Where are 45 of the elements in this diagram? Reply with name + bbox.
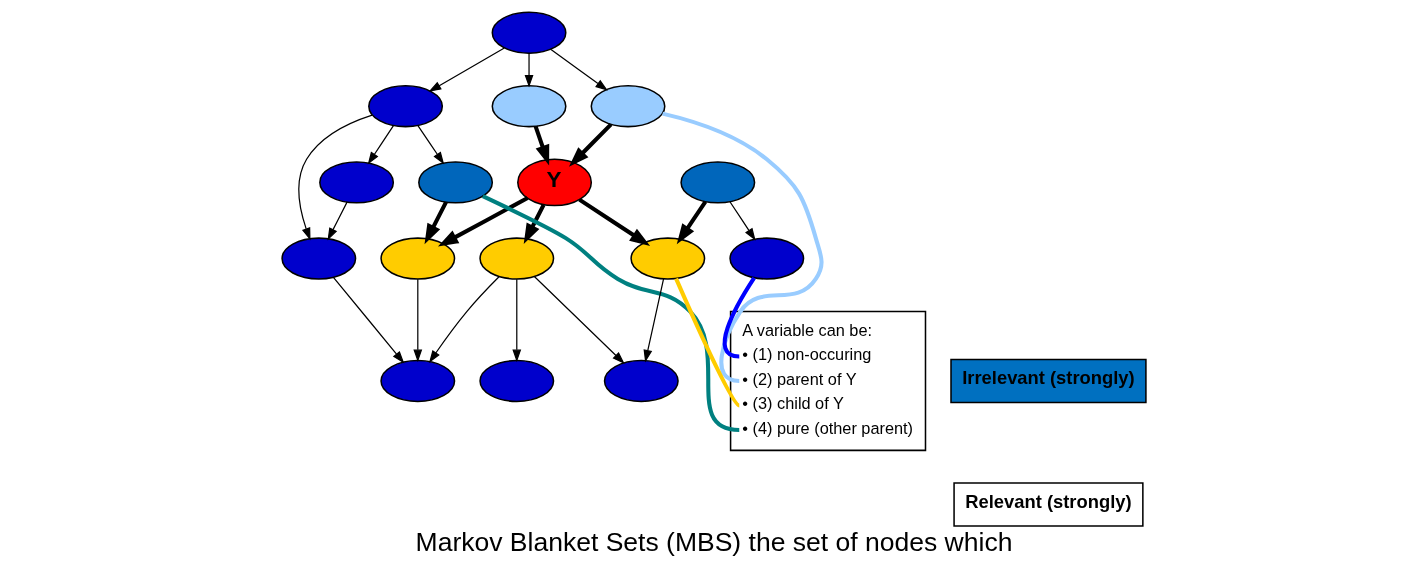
node-ellipse	[318, 161, 394, 204]
node-ellipse	[603, 359, 679, 403]
node-box: Relevant (strongly)	[952, 482, 1144, 527]
arrow	[728, 201, 756, 241]
arrow	[437, 196, 528, 247]
node-ellipse	[280, 237, 356, 280]
node-ellipse	[367, 85, 443, 128]
arrow	[327, 201, 348, 241]
node-ellipse	[590, 85, 666, 128]
connector	[722, 276, 756, 359]
node-ellipse	[478, 359, 554, 403]
arrow	[549, 49, 608, 91]
node-box: A variable can be: • (1) non-occuring • (2) parent of Y • (3) child of Y • (4) pure (other parent)	[729, 310, 926, 452]
arrow	[412, 278, 422, 363]
connector	[661, 111, 823, 383]
node-ellipse	[679, 161, 755, 204]
node-ellipse	[491, 85, 567, 128]
arrow	[424, 201, 448, 245]
arrow	[332, 276, 404, 364]
arrow	[676, 200, 707, 245]
node-ellipse	[629, 237, 705, 280]
connector	[481, 194, 739, 432]
arrow	[367, 124, 394, 165]
arrow	[568, 123, 612, 167]
node-ellipse	[417, 161, 493, 204]
diagram-title: Markov Blanket Sets (MBS) the set of nodes which	[415, 527, 1012, 558]
arrow	[428, 276, 500, 363]
node-ellipse	[491, 11, 567, 54]
node-ellipse	[728, 237, 804, 280]
node-ellipse	[379, 359, 455, 403]
arrow	[524, 52, 533, 88]
node-ellipse: Y	[516, 158, 592, 207]
arrow	[416, 124, 444, 165]
arrow	[643, 278, 664, 363]
node-ellipse	[478, 237, 554, 280]
arrow	[428, 47, 505, 92]
node-box: Irrelevant (strongly)	[949, 358, 1147, 404]
arrow	[297, 114, 373, 241]
arrow	[511, 278, 521, 363]
arrow	[533, 275, 625, 364]
arrow	[533, 125, 549, 166]
arrow	[577, 197, 650, 246]
node-ellipse	[379, 237, 455, 280]
connector	[673, 277, 740, 408]
arrow	[523, 203, 545, 244]
